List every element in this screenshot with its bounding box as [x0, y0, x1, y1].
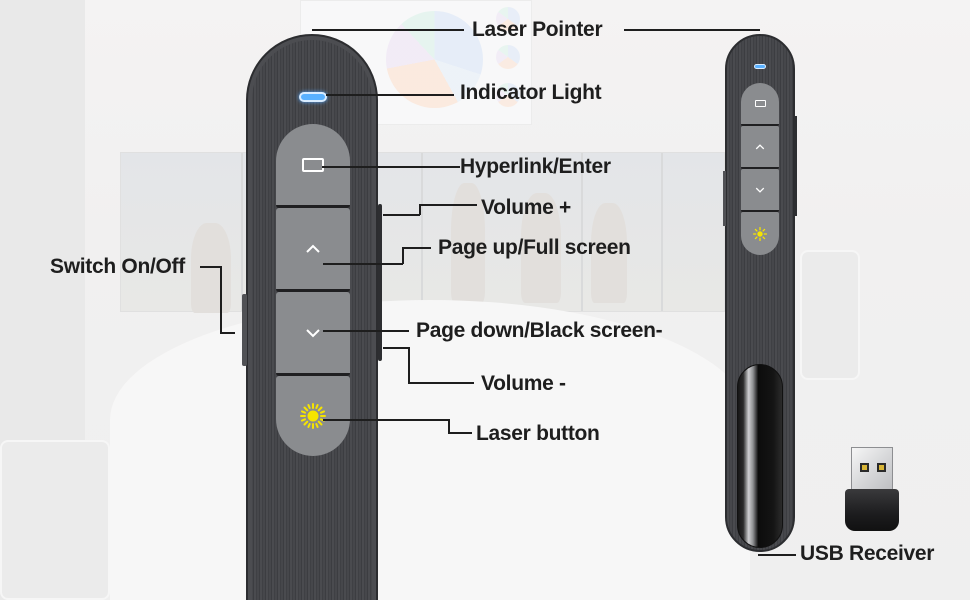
- page-up-button-small[interactable]: [741, 126, 779, 169]
- background-person: [521, 193, 561, 303]
- background-chair: [0, 440, 110, 600]
- page-down-button[interactable]: [276, 292, 350, 376]
- background-pie-small: [496, 7, 520, 31]
- label-indicator-light: Indicator Light: [460, 81, 602, 104]
- laser-button-small[interactable]: [741, 212, 779, 255]
- usb-receiver: [845, 447, 899, 531]
- usb-connector: [851, 447, 893, 491]
- leader-line-volume-down: [408, 347, 410, 383]
- laser-pointer-full-view: [723, 34, 797, 552]
- background-pie-chart: [386, 11, 483, 108]
- background-window: [120, 152, 725, 313]
- window-divider: [661, 153, 663, 311]
- leader-line-laser-button: [448, 432, 472, 434]
- hyperlink-enter-button-small[interactable]: [741, 83, 779, 126]
- usb-body: [845, 489, 899, 531]
- leader-line-laser-pointer-right: [624, 29, 760, 31]
- rectangle-icon: [302, 157, 324, 172]
- background-pie-small: [496, 83, 520, 107]
- label-volume-down: Volume -: [481, 372, 566, 395]
- leader-line-switch: [220, 266, 222, 333]
- leader-line-laser-button: [323, 419, 449, 421]
- label-laser-button: Laser button: [476, 422, 600, 445]
- background-pie-small: [496, 45, 520, 69]
- background-person: [451, 183, 485, 303]
- page-down-button-small[interactable]: [741, 169, 779, 212]
- background-table: [110, 300, 750, 600]
- page-up-button[interactable]: [276, 208, 350, 292]
- chevron-up-icon: [306, 244, 320, 253]
- label-page-down: Page down/Black screen-: [416, 319, 663, 342]
- leader-line-volume-down: [383, 347, 409, 349]
- power-switch-small[interactable]: [723, 171, 726, 226]
- usb-contact: [860, 463, 869, 472]
- label-volume-up: Volume +: [481, 196, 571, 219]
- background-chair: [800, 250, 860, 380]
- leader-line-page-up: [402, 247, 404, 264]
- laser-button[interactable]: [276, 376, 350, 456]
- leader-line-volume-up: [383, 214, 420, 216]
- window-divider: [581, 153, 583, 311]
- volume-rocker[interactable]: [378, 204, 382, 361]
- usb-contact: [877, 463, 886, 472]
- leader-line-laser-pointer-left: [312, 29, 464, 31]
- background-person: [191, 223, 231, 313]
- leader-line-volume-down: [408, 382, 474, 384]
- window-divider: [421, 153, 423, 311]
- leader-line-laser-button: [448, 419, 450, 433]
- leader-line-usb-receiver: [758, 554, 796, 556]
- label-laser-pointer: Laser Pointer: [472, 18, 603, 41]
- leader-line-page-up: [402, 247, 431, 249]
- leader-line-switch: [200, 266, 221, 268]
- laser-pointer-main: [242, 34, 382, 600]
- sun-icon: [753, 226, 767, 241]
- usb-receiver-slot: [737, 364, 783, 548]
- label-hyperlink-enter: Hyperlink/Enter: [460, 155, 611, 178]
- chevron-down-icon: [306, 328, 320, 337]
- background-person: [591, 203, 627, 303]
- chevron-up-icon: [755, 143, 765, 149]
- leader-line-page-up: [323, 263, 403, 265]
- rectangle-icon: [754, 100, 766, 107]
- indicator-light-small: [754, 64, 766, 69]
- leader-line-indicator: [326, 94, 454, 96]
- power-switch[interactable]: [242, 294, 247, 366]
- label-usb-receiver: USB Receiver: [800, 542, 935, 565]
- leader-line-switch: [220, 332, 235, 334]
- volume-rocker-small[interactable]: [794, 116, 797, 216]
- sun-icon: [300, 403, 326, 429]
- leader-line-hyperlink: [322, 166, 460, 168]
- leader-line-volume-up: [419, 204, 421, 215]
- window-divider: [241, 153, 243, 311]
- leader-line-volume-up: [419, 204, 477, 206]
- indicator-light: [299, 92, 327, 102]
- label-switch: Switch On/Off: [50, 255, 185, 278]
- leader-line-page-down: [323, 330, 409, 332]
- label-page-up: Page up/Full screen: [438, 236, 631, 259]
- chevron-down-icon: [755, 187, 765, 193]
